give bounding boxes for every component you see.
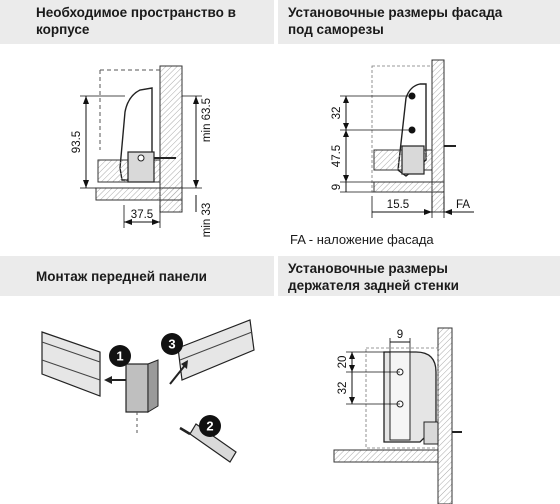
panel-front-screws: Установочные размеры фасада под саморезы <box>278 0 560 252</box>
title-line-2: держателя задней стенки <box>288 278 459 293</box>
dim-depth: 37.5 <box>131 209 153 221</box>
front-panel <box>431 59 445 213</box>
front-screws-diagram: 32 47.5 9 15.5 FA <box>331 59 474 218</box>
step-3-label: 3 <box>168 337 175 352</box>
drawer-rail-left <box>41 331 101 397</box>
step-badge-3: 3 <box>161 333 183 355</box>
arrow-step-3 <box>169 363 187 385</box>
step-1-label: 1 <box>116 349 123 364</box>
panel-title: Необходимое пространство в корпусе <box>0 0 274 44</box>
fa-note: FA - наложение фасада <box>290 232 434 247</box>
front-bracket <box>125 363 149 413</box>
dim-bottom: 32 <box>337 382 349 395</box>
dim-top: 20 <box>337 356 349 369</box>
front-bracket <box>401 145 425 175</box>
step-2-label: 2 <box>206 419 213 434</box>
dim-height-total: 93.5 <box>71 131 83 153</box>
panel-title: Монтаж передней панели <box>0 256 274 296</box>
front-mount-diagram: 1 2 3 <box>41 319 255 463</box>
cabinet-outline <box>99 69 160 150</box>
screwdriver-handle <box>189 423 237 463</box>
dim-horizontal: 15.5 <box>387 199 409 211</box>
dim-fa: FA <box>456 199 470 211</box>
cabinet-space-diagram: 93.5 min 63.5 37.5 min 33 <box>71 65 213 238</box>
panel-title: Установочные размеры фасада под саморезы <box>278 0 560 44</box>
drawer-rail-right <box>177 319 255 381</box>
step-badge-2: 2 <box>199 415 221 437</box>
title-line-2: под саморезы <box>288 22 384 37</box>
bottom-panel <box>333 449 439 463</box>
dim-upper: 32 <box>331 107 343 120</box>
title-line-2: корпусе <box>36 22 90 37</box>
title-line-1: Установочные размеры фасада <box>288 5 503 20</box>
title-line-1: Монтаж передней панели <box>36 269 207 284</box>
panel-title: Установочные размеры держателя задней ст… <box>278 256 560 296</box>
title-line-1: Установочные размеры <box>288 261 448 276</box>
side-wall <box>159 65 183 213</box>
dim-lower: 9 <box>331 184 343 190</box>
step-badge-1: 1 <box>109 345 131 367</box>
title-line-1: Необходимое пространство в <box>36 5 236 20</box>
dim-min-height: min 63.5 <box>201 98 213 142</box>
dim-middle: 47.5 <box>331 145 343 167</box>
rear-wall <box>437 327 453 504</box>
dim-width: 9 <box>397 329 403 341</box>
panel-cabinet-space: Необходимое пространство в корпусе <box>0 0 274 252</box>
adjuster-screw <box>137 154 145 162</box>
panel-rear-holder: Установочные размеры держателя задней ст… <box>278 256 560 504</box>
side-outline <box>365 347 439 449</box>
dim-min-depth: min 33 <box>201 203 213 238</box>
bottom-panel <box>95 187 183 201</box>
rear-holder-diagram: 9 20 32 <box>333 327 462 504</box>
bottom-panel <box>373 181 445 193</box>
screwdriver-shaft <box>179 426 191 436</box>
panel-front-mount: Монтаж передней панели 1 <box>0 256 274 504</box>
